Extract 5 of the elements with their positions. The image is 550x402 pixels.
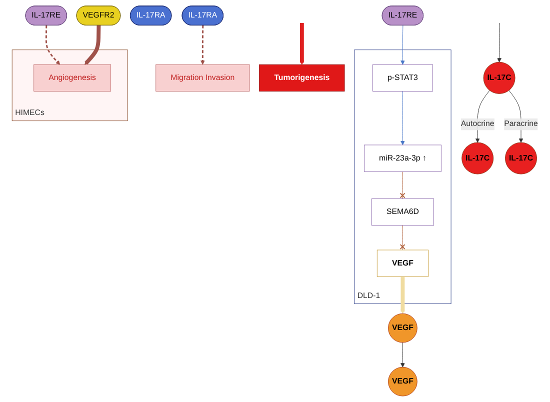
arrow	[84, 25, 101, 65]
arrow	[300, 22, 304, 65]
arrow	[200, 25, 205, 65]
arrow	[45, 25, 60, 65]
arrow	[400, 276, 405, 314]
